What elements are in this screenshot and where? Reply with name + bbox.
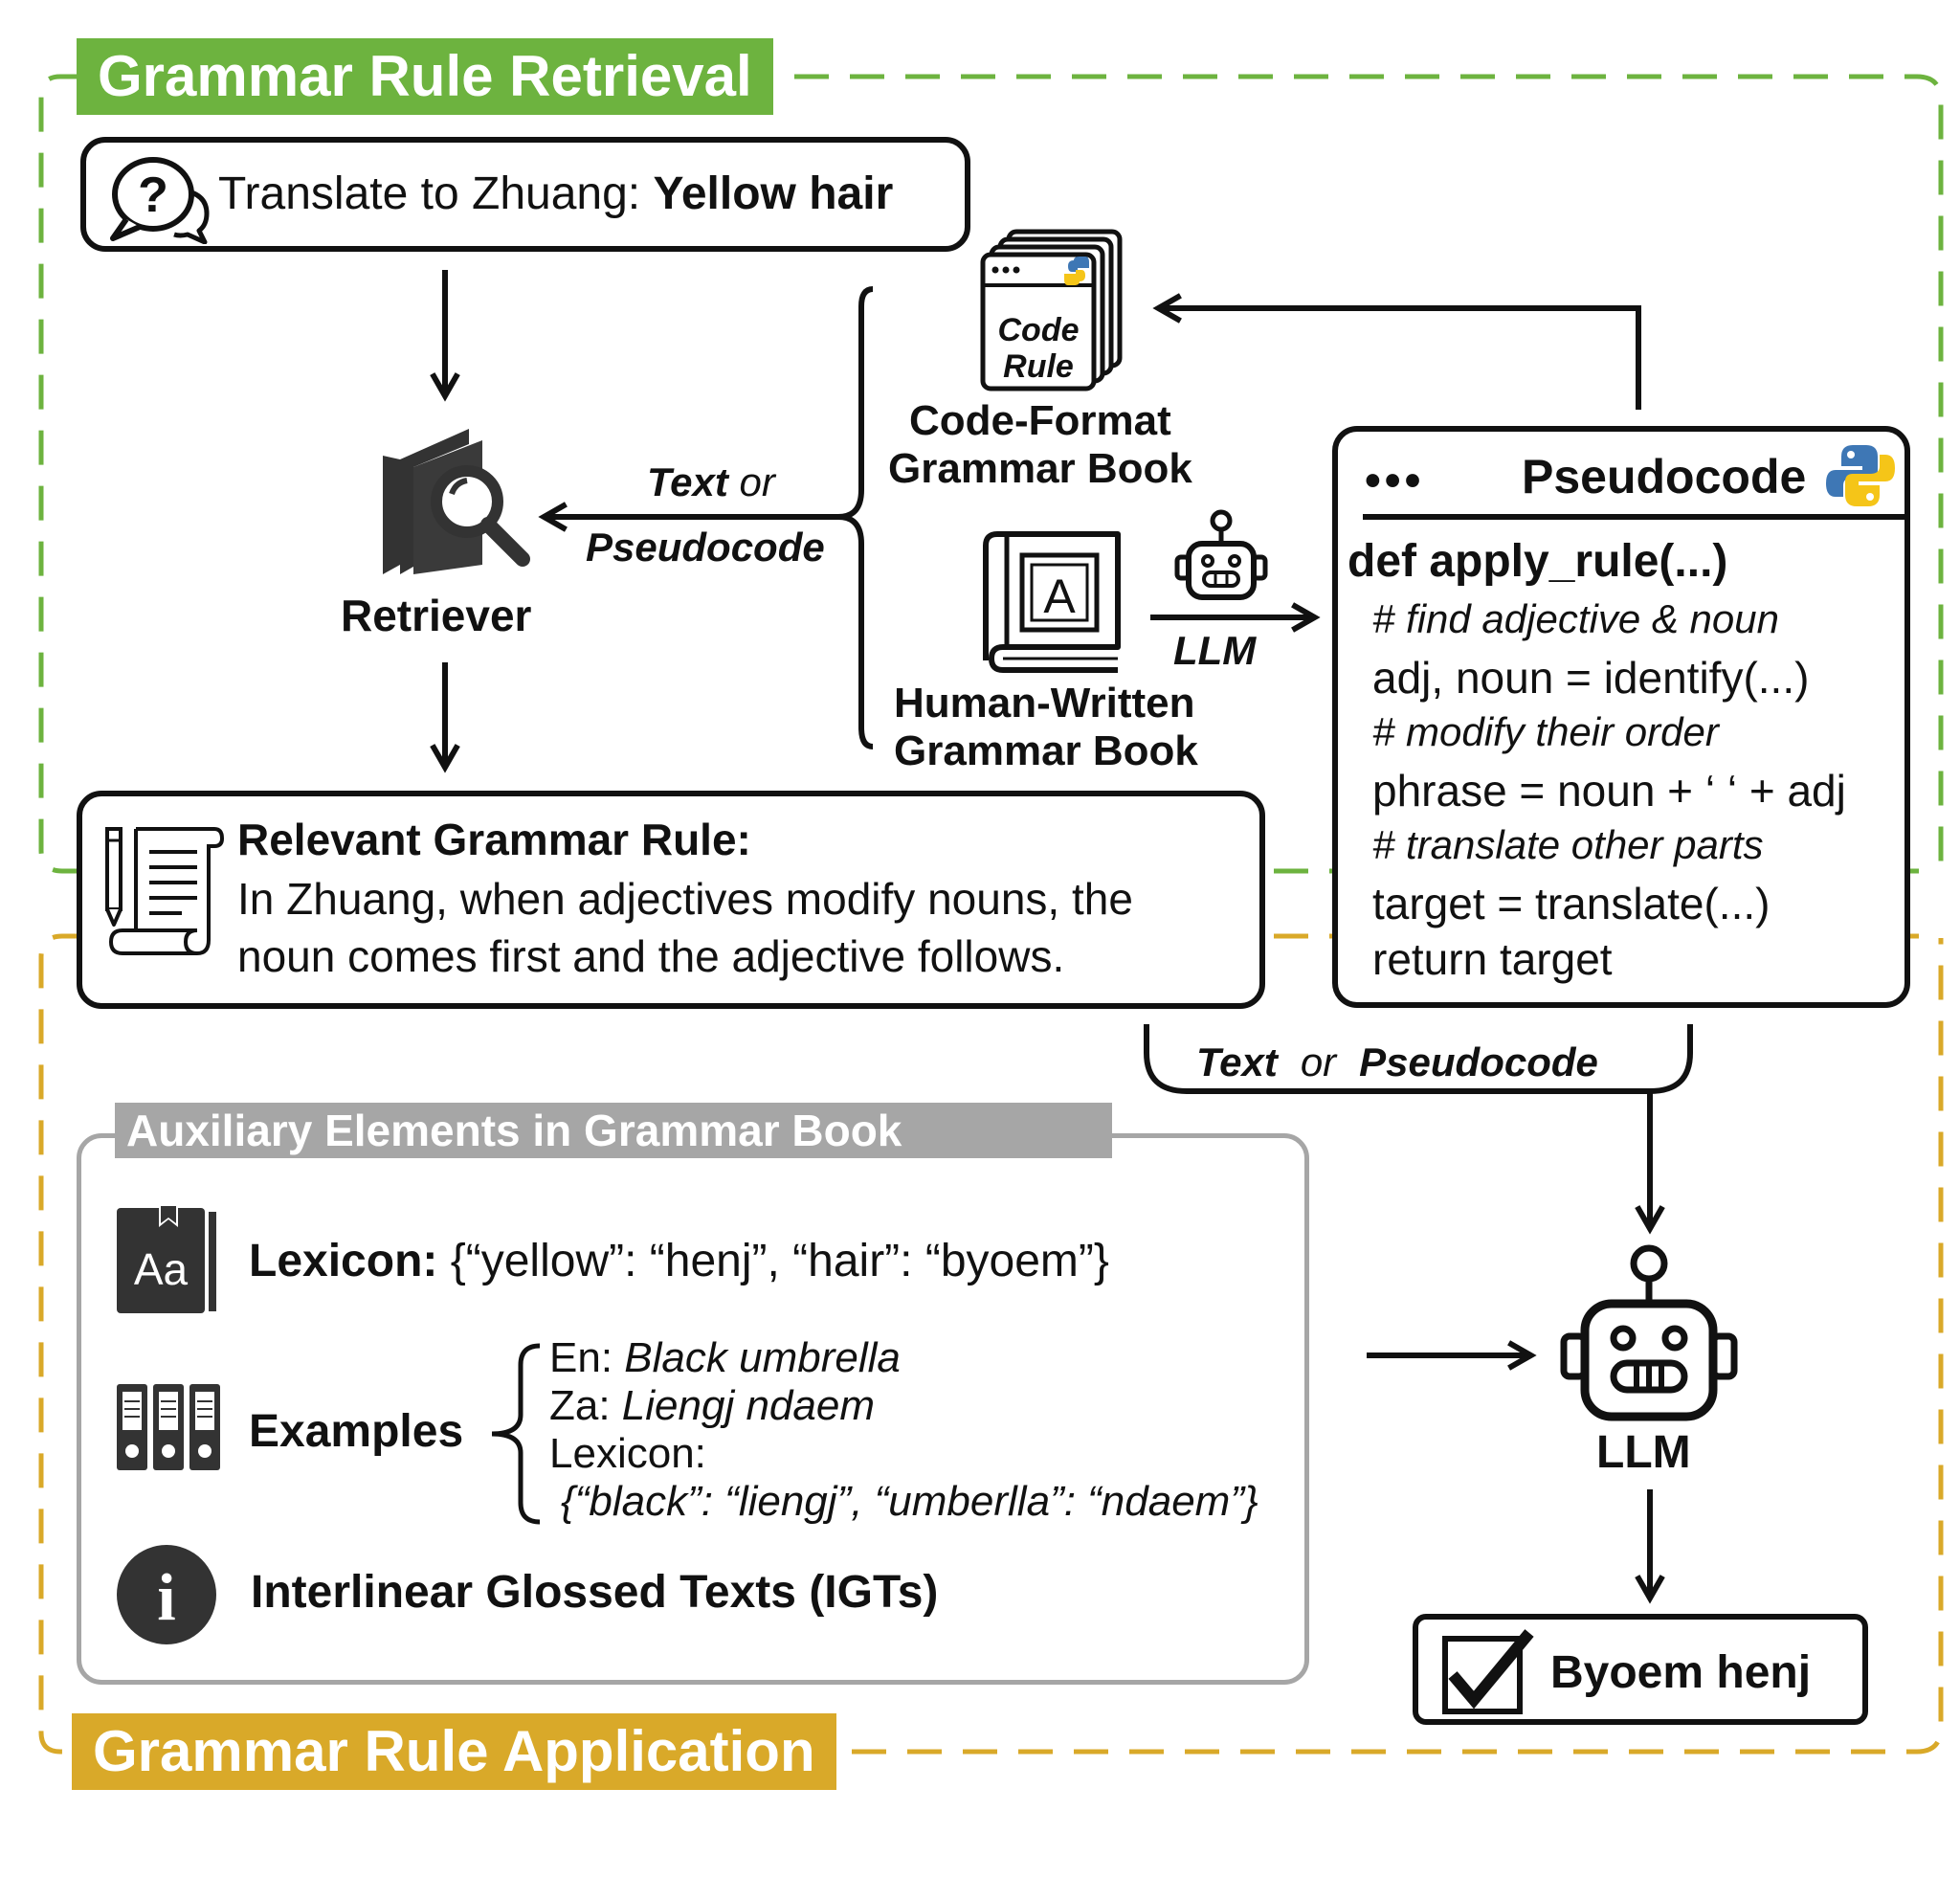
query-phrase: Yellow hair (653, 168, 894, 219)
application-input-text: Text (1196, 1040, 1278, 1084)
info-icon: i (117, 1545, 216, 1644)
retriever-label: Retriever (341, 591, 532, 640)
code-book-label-line1: Code-Format (909, 397, 1171, 444)
query-text: Translate to Zhuang: Yellow hair (218, 168, 893, 220)
relevant-rule-line2: noun comes first and the adjective follo… (237, 931, 1065, 981)
books-brace (837, 286, 874, 749)
pseudocode-line: def apply_rule(...) (1348, 536, 1728, 587)
binders-icon (117, 1384, 220, 1470)
application-input-or: or (1300, 1040, 1337, 1084)
lexicon-value: {“yellow”: “henj”, “hair”: “byoem”} (437, 1236, 1109, 1286)
examples-label: Examples (249, 1406, 464, 1457)
retriever-input-pseudocode: Pseudocode (586, 525, 825, 570)
svg-text:?: ? (138, 168, 168, 223)
examples-brace (491, 1343, 541, 1525)
pseudocode-title: Pseudocode (1522, 450, 1807, 503)
retriever-input-label-line1: Text or (647, 459, 775, 505)
retrieval-section-title: Grammar Rule Retrieval (77, 38, 773, 115)
example-za-value: Liengj ndaem (621, 1382, 875, 1429)
example-lexicon-value: {“black”: “liengj”, “umberlla”: “ndaem”} (561, 1478, 1258, 1525)
scroll-document-icon (105, 827, 225, 955)
igt-label: Interlinear Glossed Texts (IGTs) (251, 1567, 939, 1618)
relevant-rule-box: Relevant Grammar Rule: In Zhuang, when a… (77, 791, 1265, 1009)
auxiliary-box (77, 1133, 1309, 1685)
output-box: Byoem henj (1413, 1614, 1868, 1725)
info-icon-glyph: i (157, 1561, 175, 1635)
arrow-pseudocode-to-code-book (1152, 293, 1641, 410)
retriever-input-text: Text (647, 459, 728, 504)
code-book-label-line2: Grammar Book (888, 445, 1192, 492)
retrieval-frame (38, 74, 1944, 874)
pseudocode-line: # find adjective & noun (1372, 596, 1779, 641)
code-rule-stack-icon (980, 229, 1123, 391)
lexicon-label: Lexicon: (249, 1236, 438, 1286)
human-book-label-line2: Grammar Book (894, 727, 1198, 774)
code-card-line1: Code (997, 312, 1080, 348)
pseudocode-line: # translate other parts (1372, 822, 1764, 867)
human-grammar-book-icon: A (983, 531, 1121, 673)
query-prefix: Translate to Zhuang: (218, 168, 654, 219)
human-book-icon-letter: A (1043, 570, 1076, 623)
application-frame (38, 933, 1944, 1755)
relevant-rule-title: Relevant Grammar Rule: (237, 815, 751, 864)
pseudocode-header-rule (1363, 514, 1904, 520)
example-en: En: Black umbrella (549, 1334, 901, 1382)
relevant-rule-line1: In Zhuang, when adjectives modify nouns,… (237, 874, 1133, 924)
example-en-value: Black umbrella (624, 1334, 901, 1381)
auxiliary-title: Auxiliary Elements in Grammar Book (115, 1103, 1112, 1158)
example-za: Za: Liengj ndaem (549, 1382, 875, 1430)
pseudocode-box: ••• Pseudocode def apply_rule(...) # find… (1332, 426, 1910, 1008)
output-text: Byoem henj (1550, 1647, 1812, 1698)
llm-convert-label: LLM (1173, 628, 1257, 673)
pseudocode-line: phrase = noun + ‘ ‘ + adj (1372, 766, 1846, 816)
python-logo-icon (1826, 445, 1895, 506)
application-section-title: Grammar Rule Application (72, 1713, 836, 1790)
application-input-pseudocode: Pseudocode (1359, 1040, 1598, 1084)
final-llm-label: LLM (1596, 1427, 1691, 1478)
robot-icon-small (1174, 509, 1268, 600)
robot-icon-large (1560, 1244, 1738, 1421)
pseudocode-line: # modify their order (1372, 709, 1719, 754)
pseudocode-window-dots: ••• (1365, 456, 1425, 506)
question-chat-icon: ? (110, 157, 210, 244)
retriever-input-or: or (727, 459, 775, 504)
code-card-line2: Rule (1003, 348, 1074, 385)
dictionary-icon-letters: Aa (134, 1244, 189, 1294)
checkmark-icon (1442, 1629, 1534, 1714)
example-lexicon-prefix: Lexicon: (549, 1430, 706, 1477)
outputs-bracket (1144, 1024, 1693, 1094)
pseudocode-line: target = translate(...) (1372, 879, 1771, 928)
lexicon-row: Lexicon: {“yellow”: “henj”, “hair”: “byo… (249, 1235, 1109, 1287)
query-box: ? Translate to Zhuang: Yellow hair (80, 137, 970, 252)
example-en-prefix: En: (549, 1334, 625, 1381)
retriever-book-search-icon (383, 429, 530, 574)
dictionary-icon: Aa (117, 1204, 216, 1313)
pseudocode-line: adj, noun = identify(...) (1372, 653, 1810, 703)
pseudocode-line: return target (1372, 934, 1613, 984)
example-za-prefix: Za: (549, 1382, 622, 1429)
human-book-label-line1: Human-Written (894, 680, 1195, 727)
